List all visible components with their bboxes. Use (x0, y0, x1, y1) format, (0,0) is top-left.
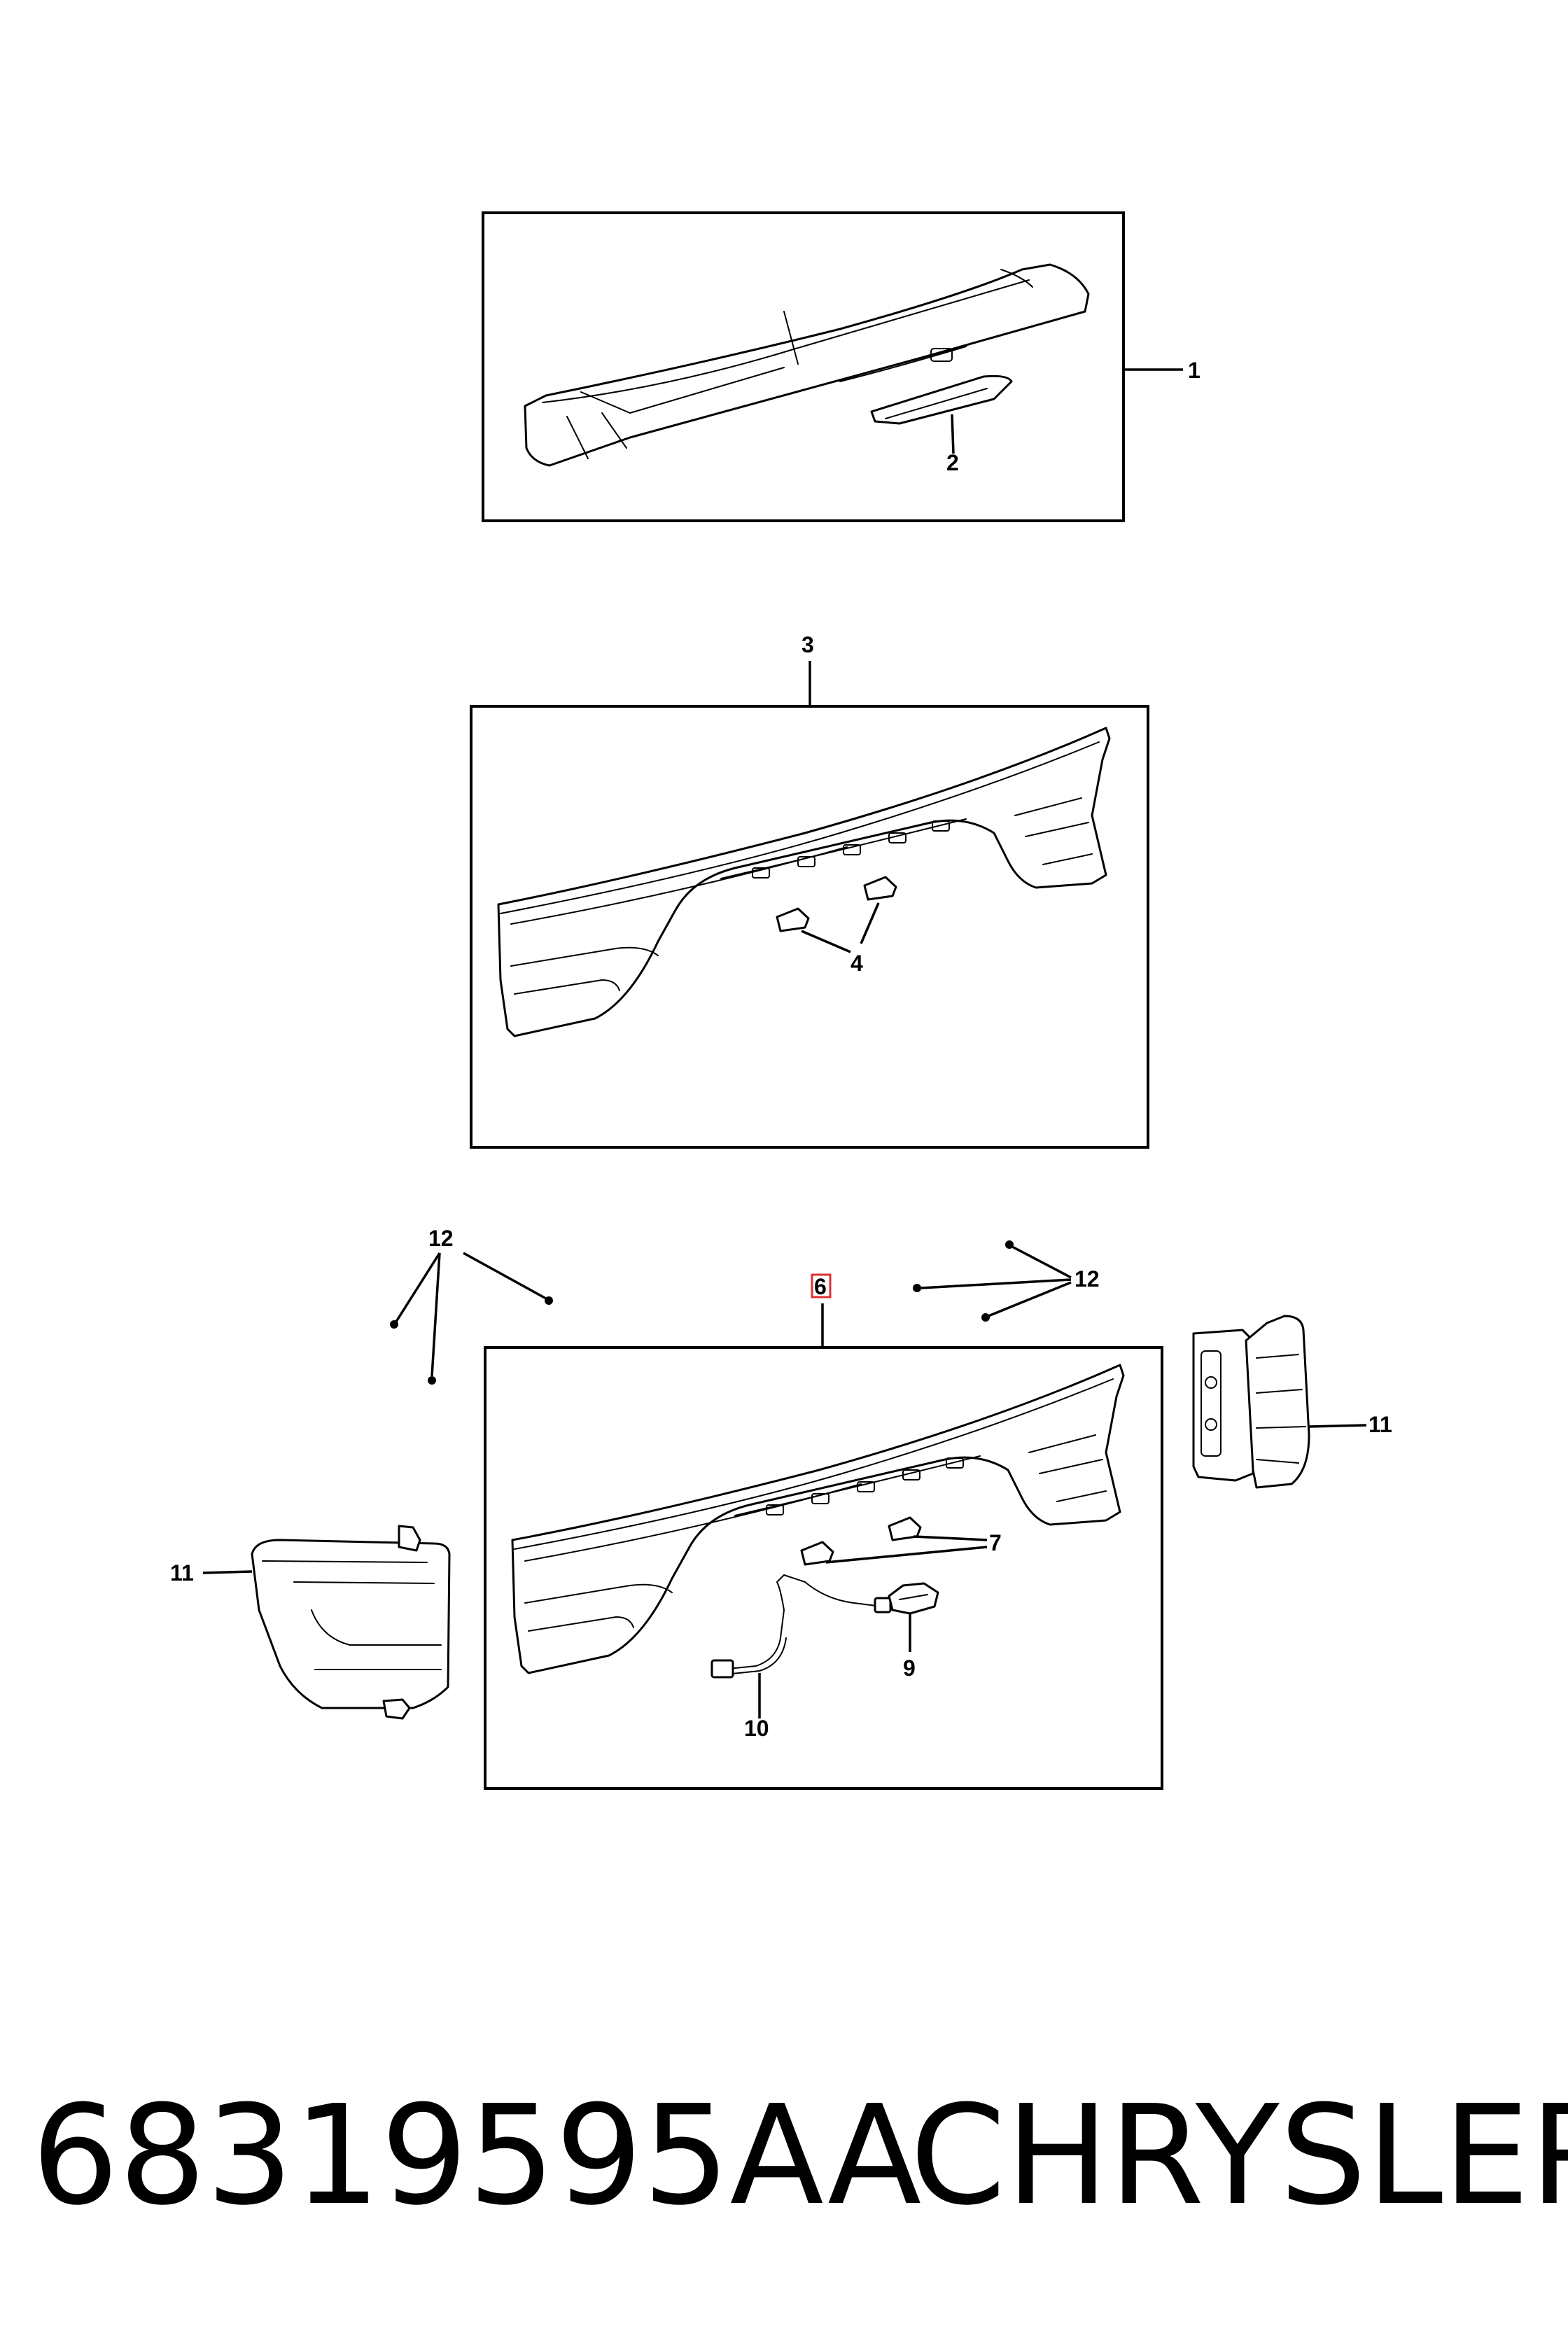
callout-10: 10 (744, 1716, 769, 1741)
callout-11-left: 11 (170, 1560, 194, 1586)
panel-applique-upper: 3 4 (470, 632, 1149, 1149)
callout-1: 1 (1188, 358, 1200, 383)
callout-6: 6 (814, 1274, 827, 1299)
clip-part-lower (800, 1516, 922, 1566)
part-number: 68319595AA (31, 2076, 922, 2236)
callout-12-right: 12 (1074, 1266, 1100, 1292)
callout-6-highlight (811, 1273, 832, 1298)
fasteners-left: 12 (390, 1226, 553, 1385)
tail-lamp-left-part (251, 1525, 451, 1720)
license-lamp-part (888, 1582, 939, 1615)
clip-part (776, 876, 897, 932)
spoiler-part (524, 263, 1090, 467)
panel-applique-lower: 6 7 10 (484, 1273, 1163, 1790)
applique-part (497, 727, 1111, 1037)
callout-7: 7 (989, 1530, 1002, 1555)
callout-4: 4 (850, 951, 863, 976)
applique-assembly-part (511, 1364, 1125, 1674)
fasteners-right: 12 (913, 1240, 1100, 1322)
callout-2: 2 (946, 450, 959, 475)
harness-part (710, 1574, 892, 1679)
callout-11-right: 11 (1368, 1412, 1392, 1437)
callout-3: 3 (802, 632, 814, 657)
part-caption: 68319595AA CHRYSLER (0, 2072, 1568, 2240)
brand-name: CHRYSLER (910, 2076, 1568, 2236)
callout-9: 9 (903, 1656, 916, 1681)
callout-12-left: 12 (428, 1226, 454, 1251)
spoiler-bracket-part (870, 374, 1013, 425)
tail-lamp-right-part (1192, 1315, 1310, 1489)
panel-spoiler: 1 2 (482, 211, 1200, 522)
